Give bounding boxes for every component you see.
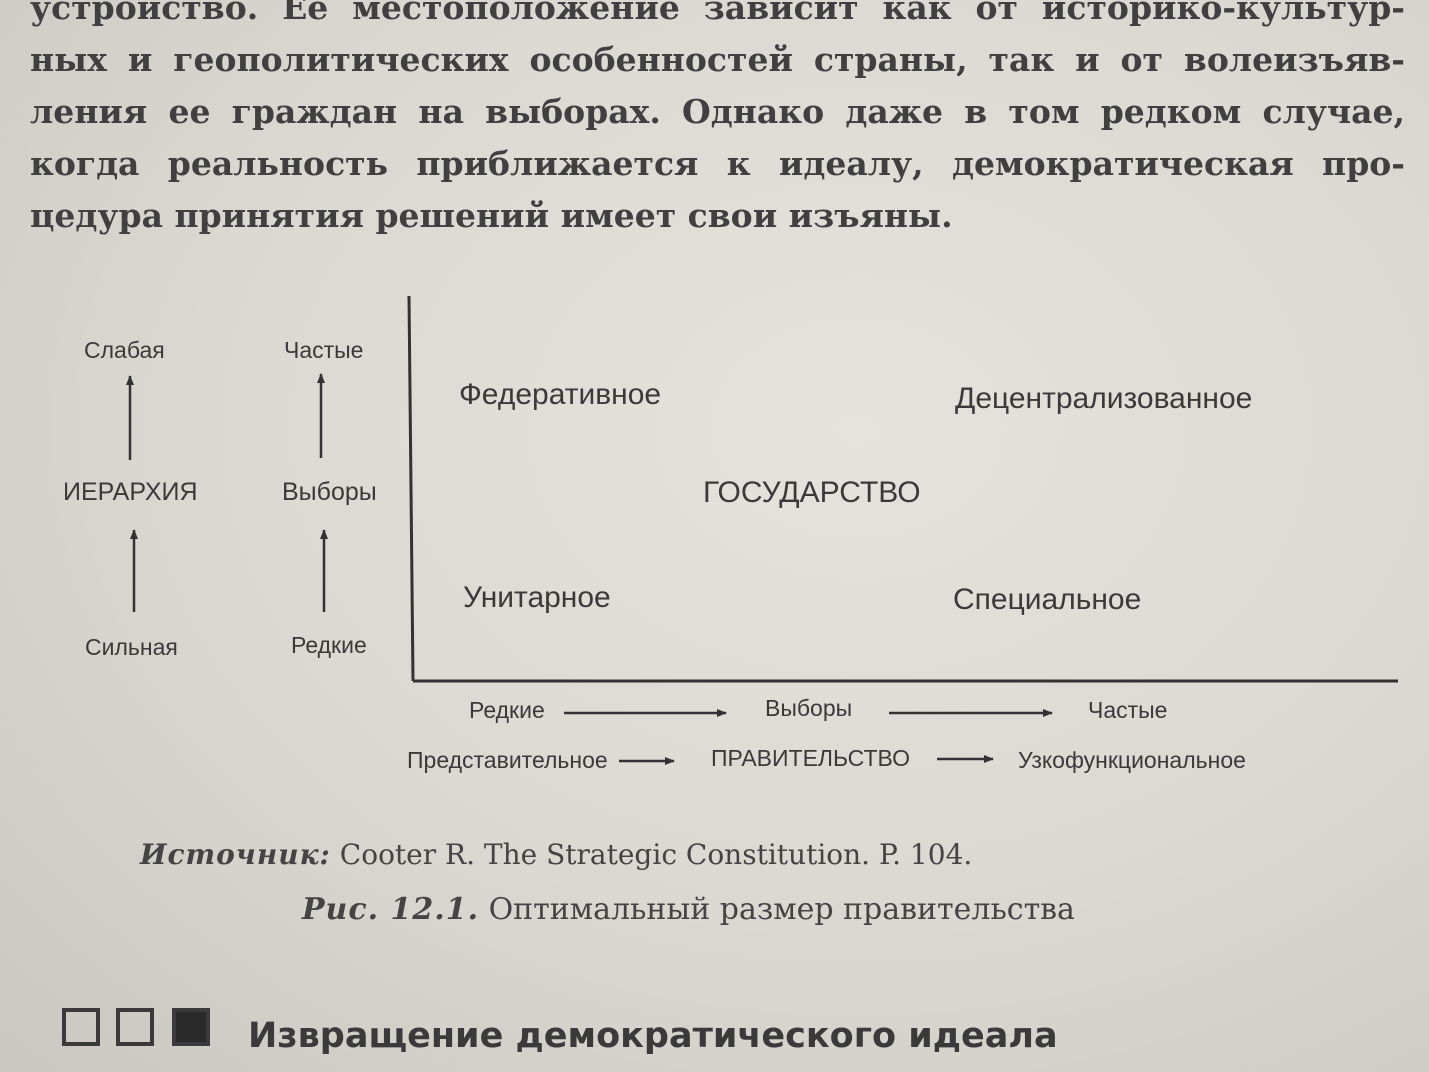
state-special-label: Специальное — [953, 583, 1142, 616]
figure-title: Оптимальный размер правительства — [479, 892, 1075, 927]
elections-h-right-label: Частые — [1088, 697, 1168, 723]
hierarchy-bottom-label: Сильная — [85, 634, 178, 660]
elections-h-label: Выборы — [765, 695, 853, 721]
body-paragraph: устройство. Ее местоположение зависит ка… — [30, 0, 1405, 242]
paragraph-line: цедура принятия решений имеет свои изъян… — [30, 196, 953, 235]
state-federal-label: Федеративное — [459, 378, 662, 411]
paragraph-line: когда реальность приближается к идеалу, … — [30, 144, 1405, 183]
filled-square-icon — [172, 1008, 210, 1046]
empty-square-icon — [116, 1008, 154, 1046]
state-unitary-label: Унитарное — [463, 581, 611, 614]
section-title: Извращение демократического идеала — [248, 1016, 1058, 1056]
hierarchy-top-label: Слабая — [84, 337, 165, 363]
source-label: Источник: — [140, 838, 331, 871]
government-right-label: Узкофункциональное — [1018, 747, 1246, 773]
figure-caption: Рис. 12.1. Оптимальный размер правительс… — [302, 892, 1075, 927]
paragraph-line: ления ее граждан на выборах. Однако даже… — [30, 92, 1405, 131]
elections-h-left-label: Редкие — [469, 697, 545, 723]
elections-v-label: Выборы — [282, 478, 377, 506]
vertical-axis — [407, 295, 415, 682]
government-label: ПРАВИТЕЛЬСТВО — [711, 745, 910, 771]
elections-v-top-label: Частые — [284, 337, 364, 363]
state-decentralized-label: Децентрализованное — [955, 382, 1253, 415]
figure-source: Источник: Cooter R. The Strategic Consti… — [140, 838, 972, 871]
empty-square-icon — [62, 1008, 100, 1046]
hierarchy-label: ИЕРАРХИЯ — [63, 478, 198, 506]
state-label: ГОСУДАРСТВО — [703, 476, 921, 509]
paragraph-line: устройство. Ее местоположение зависит ка… — [30, 0, 1405, 27]
paragraph-line: ных и геополитических особенностей стран… — [30, 40, 1405, 79]
source-text: Cooter R. The Strategic Constitution. P.… — [330, 838, 973, 871]
government-left-label: Представительное — [407, 747, 608, 773]
figure-number: Рис. 12.1. — [302, 892, 480, 927]
elections-v-bottom-label: Редкие — [291, 632, 367, 658]
